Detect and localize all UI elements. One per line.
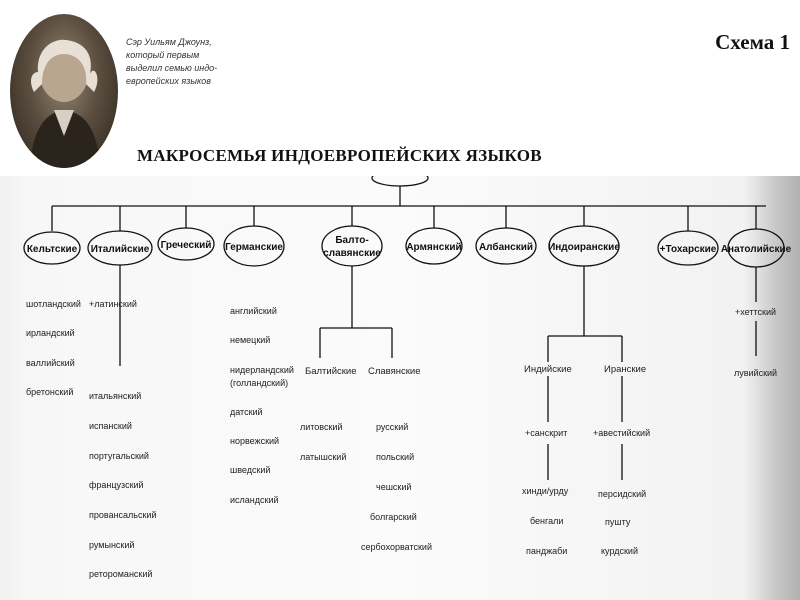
lang-hittite: +хеттский [735, 307, 776, 317]
label-italic: Италийские [91, 244, 150, 255]
lang-italic: португальский [89, 451, 149, 461]
lang-iranian: пушту [605, 517, 631, 527]
root-node [371, 176, 429, 187]
label-greek: Греческий [161, 240, 212, 251]
lang-baltic: латышский [300, 452, 346, 462]
lang-germanic: английский [230, 306, 277, 316]
label-balto-slavic-1: Балто- [335, 235, 368, 246]
page-title: МАКРОСЕМЬЯ ИНДОЕВРОПЕЙСКИХ ЯЗЫКОВ [137, 146, 542, 165]
label-germanic: Германские [225, 242, 283, 253]
lang-celtic: ирландский [26, 328, 75, 338]
node-greek [157, 227, 215, 261]
node-tocharian [657, 230, 719, 266]
lang-slavic: русский [376, 422, 408, 432]
lang-germanic: нидерландский [230, 365, 294, 375]
caption-line: Сэр Уильям Джоунз, [126, 37, 212, 47]
lang-slavic: сербохорватский [361, 542, 432, 552]
label-balto-slavic-2: славянские [323, 248, 381, 259]
lang-germanic: немецкий [230, 335, 270, 345]
lang-sanskrit: +санскрит [525, 428, 567, 438]
language-family-tree: Кельтские Италийские Греческий Германски… [23, 176, 792, 579]
lang-germanic: датский [230, 407, 263, 417]
node-albanian [475, 227, 537, 265]
label-albanian: Албанский [479, 241, 533, 253]
portrait-william-jones [10, 14, 118, 168]
lang-slavic: польский [376, 452, 414, 462]
lang-germanic: (голландский) [230, 378, 288, 388]
label-tocharian: +Тохарские [660, 244, 717, 255]
caption-line: который первым [126, 50, 200, 60]
lang-germanic: норвежский [230, 436, 279, 446]
portrait-caption: Сэр Уильям Джоунз, который первым выдели… [126, 36, 241, 88]
lang-italic: провансальский [89, 510, 156, 520]
lang-celtic: шотландский [26, 299, 81, 309]
iranian-label: Иранские [604, 364, 646, 375]
lang-slavic: чешский [376, 482, 411, 492]
caption-line: выделил семью индо- [126, 63, 218, 73]
indic-label: Индийские [524, 364, 572, 375]
label-anatolian: Анатолийские [721, 244, 792, 255]
lang-luwian: лувийский [734, 368, 777, 378]
label-celtic: Кельтские [27, 244, 78, 255]
node-armenian [405, 227, 463, 265]
node-balto-slavic [321, 225, 383, 267]
lang-iranian: персидский [598, 489, 646, 499]
label-indo-iranian: Индоиранские [548, 242, 620, 253]
lang-germanic: шведский [230, 465, 270, 475]
lang-latin: +латинский [89, 299, 137, 309]
label-armenian: Армянский [406, 242, 461, 253]
lang-slavic: болгарский [370, 512, 417, 522]
scheme-label: Схема 1 [715, 30, 790, 54]
lang-baltic: литовский [300, 422, 342, 432]
lang-iranian: курдский [601, 546, 638, 556]
lang-avestan: +авестийский [593, 428, 650, 438]
diagram-scan-background [0, 176, 800, 600]
lang-italic: французский [89, 480, 144, 490]
lang-indic: хинди/урду [522, 486, 569, 496]
node-celtic [23, 231, 81, 265]
lang-italic: ретороманский [89, 569, 152, 579]
lang-italic: румынский [89, 540, 134, 550]
caption-line: европейских языков [126, 76, 211, 86]
slavic-label: Славянские [368, 366, 421, 377]
lang-italic: итальянский [89, 391, 141, 401]
lang-indic: бенгали [530, 516, 563, 526]
lang-indic: панджаби [526, 546, 567, 556]
baltic-label: Балтийские [305, 366, 357, 377]
lang-celtic: валлийский [26, 358, 75, 368]
node-germanic [223, 225, 285, 267]
lang-celtic: бретонский [26, 387, 73, 397]
lang-germanic: исландский [230, 495, 279, 505]
lang-italic: испанский [89, 421, 132, 431]
